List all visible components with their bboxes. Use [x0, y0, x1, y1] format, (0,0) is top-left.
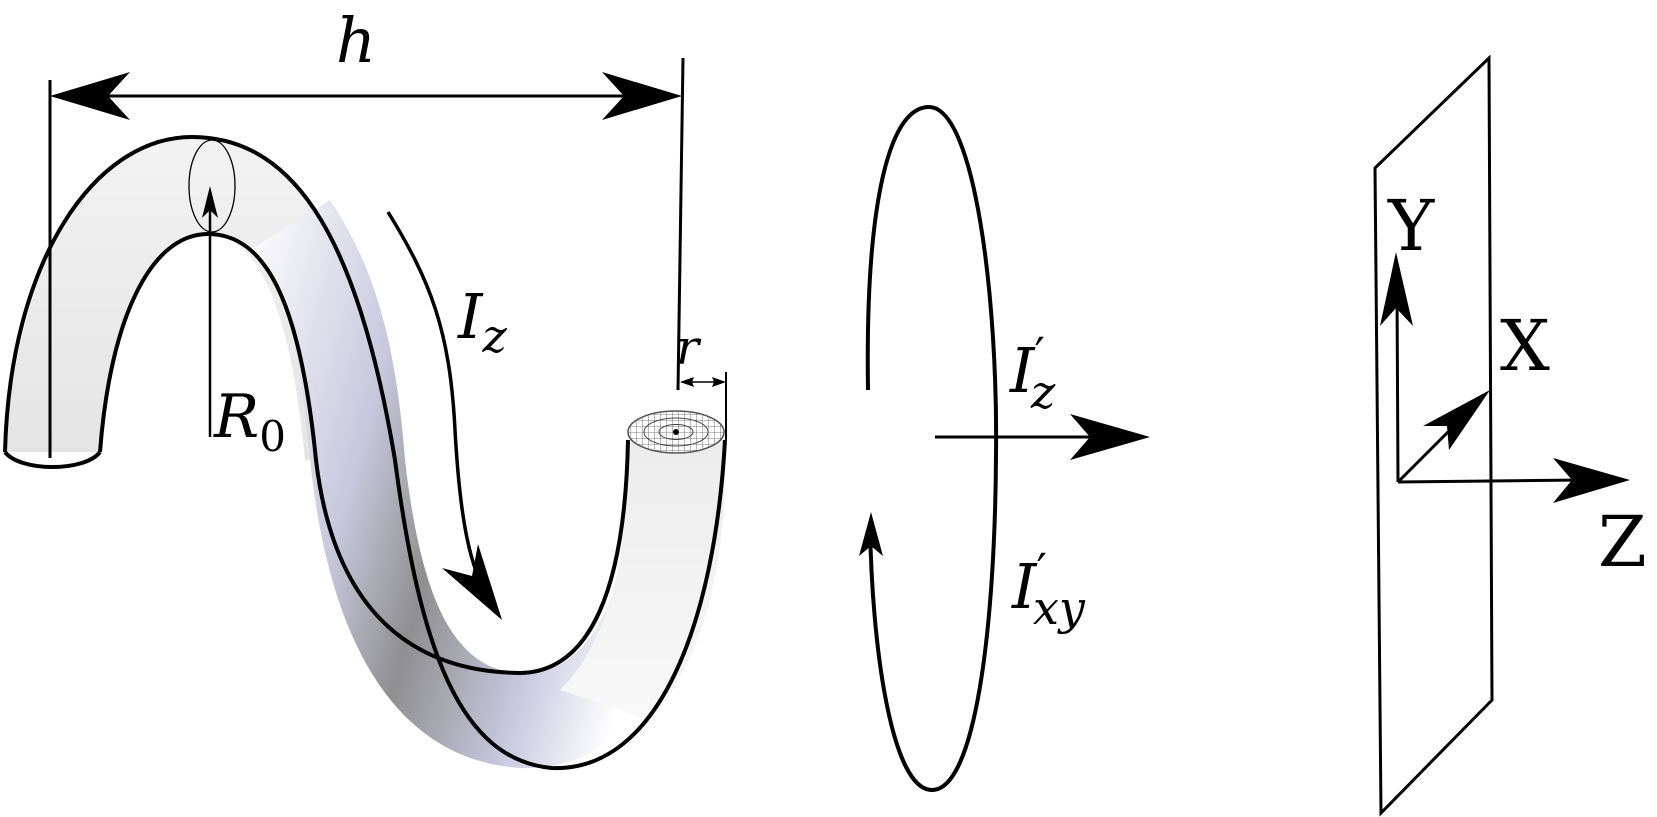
current-loop: I′z I′xy	[859, 104, 1150, 793]
R0-radius: R0	[202, 186, 286, 461]
h-dimension: h	[48, 4, 685, 458]
Iz-arrow-head	[442, 544, 502, 620]
z-axis	[1397, 478, 1581, 484]
h-arrow-right	[602, 72, 682, 120]
R0-label: R0	[213, 382, 286, 461]
tube-inner-edge	[98, 231, 630, 676]
loop-ellipse	[865, 104, 999, 793]
y-axis-arrow-head	[1380, 252, 1413, 326]
tube-right-leg-fill	[560, 440, 726, 720]
tube-outer-edge	[3, 134, 727, 771]
tube-left-end-cap	[3, 450, 102, 469]
h-label: h	[336, 4, 376, 77]
Z-label: Z	[1598, 501, 1647, 583]
r-dimension: r	[676, 320, 727, 440]
Iz-path	[386, 211, 492, 601]
loop-axis-arrow-head	[1070, 414, 1150, 460]
y-axis	[1395, 289, 1400, 483]
r-label: r	[676, 320, 702, 376]
Y-label: Y	[1387, 185, 1435, 267]
arch-ring	[188, 139, 236, 233]
tube-left-arch-fill	[5, 136, 395, 460]
Iz-current: Iz	[386, 211, 508, 620]
loop-arrow-head	[859, 512, 883, 556]
z-axis-arrow-head	[1553, 458, 1630, 503]
tube-middle-fill	[250, 200, 705, 769]
coordinate-frame: Y X Z	[1373, 54, 1647, 817]
R0-arrow-head	[202, 186, 218, 218]
X-label: X	[1500, 305, 1550, 387]
h-arrow-left	[50, 72, 130, 120]
tube	[3, 134, 727, 771]
Izp-label: I′z	[1009, 327, 1056, 419]
plane-parallelogram	[1373, 54, 1494, 817]
Iz-label: Iz	[457, 280, 508, 363]
Ixyp-label: I′xy	[1011, 543, 1086, 635]
x-axis-arrow-head	[1423, 390, 1490, 450]
